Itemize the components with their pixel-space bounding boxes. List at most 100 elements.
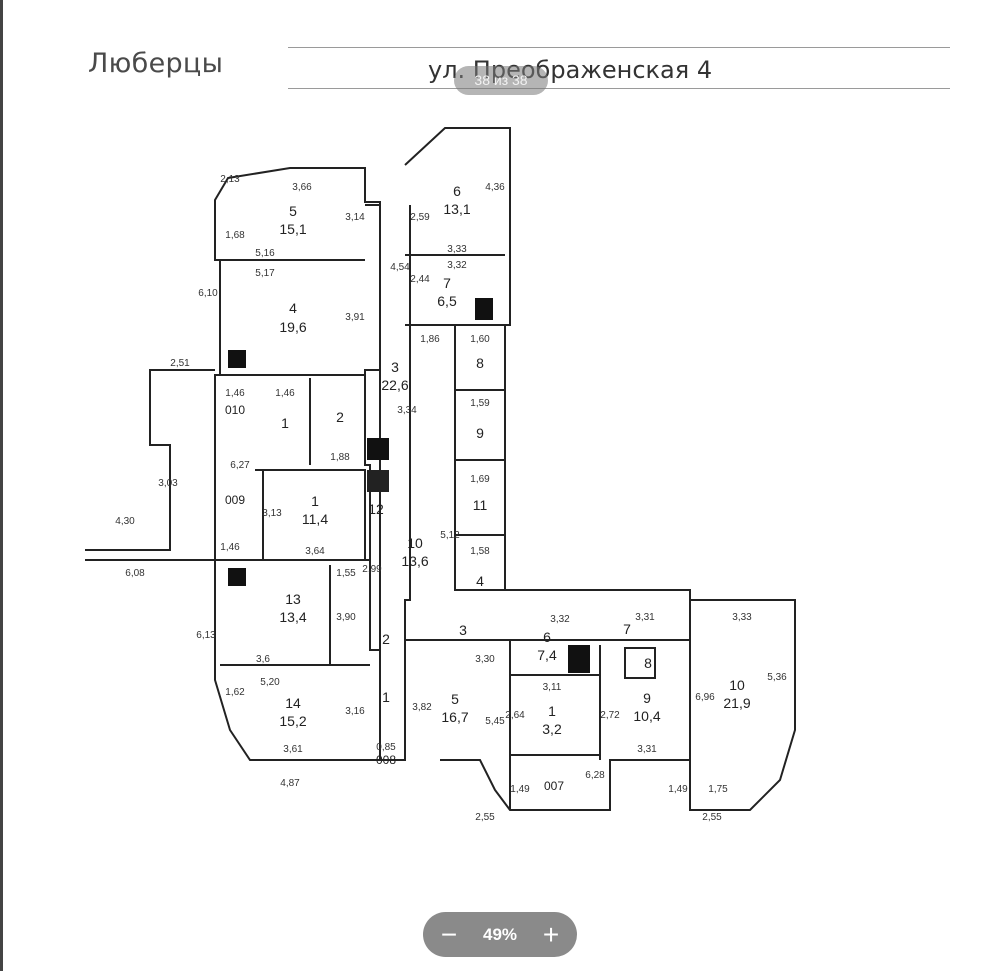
room-1c-area: 3,2 (542, 721, 562, 737)
dim-1-49a: 1,49 (510, 784, 530, 795)
floor-plan-drawing: 5 15,1 4 19,6 3 22,6 6 13,1 7 6,5 8 9 11… (85, 127, 796, 823)
room-10b-number: 10 (729, 677, 745, 693)
zoom-in-button[interactable]: + (542, 919, 560, 950)
dim-2-44: 2,44 (410, 274, 430, 285)
dim-3-14: 3,14 (345, 212, 365, 223)
dim-2-55b: 2,55 (702, 812, 722, 823)
dim-3-91: 3,91 (345, 312, 365, 323)
dim-1-75: 1,75 (708, 784, 728, 795)
shaft-r12 (367, 470, 389, 492)
dim-2-13: 2,13 (220, 174, 240, 185)
room-7-area: 6,5 (437, 293, 457, 309)
dim-6-10: 6,10 (198, 288, 218, 299)
page-left-edge (0, 0, 3, 971)
room-3-area: 22,6 (381, 377, 408, 393)
dim-4-54: 4,54 (390, 262, 410, 273)
dim-2-72: 2,72 (600, 710, 620, 721)
room-1-area: 11,4 (302, 511, 328, 527)
dim-5-17: 5,17 (255, 268, 275, 279)
page-counter-badge: 38 из 38 (454, 66, 548, 95)
dim-2-55a: 2,55 (475, 812, 495, 823)
room-6-number: 6 (453, 183, 461, 199)
room-1b-number: 1 (382, 689, 390, 705)
dim-3-90: 3,90 (336, 612, 356, 623)
dim-2-99: 2,99 (362, 564, 382, 575)
dim-3-30: 3,30 (475, 654, 495, 665)
room-12-number: 12 (368, 501, 384, 517)
dim-3-34: 3,34 (397, 405, 417, 416)
dim-1-59: 1,59 (470, 398, 490, 409)
dim-3-33: 3,33 (447, 244, 467, 255)
dim-2-64: 2,64 (505, 710, 525, 721)
dim-3-16: 3,16 (345, 706, 365, 717)
room-13-number: 13 (285, 591, 301, 607)
dim-3-03: 3,03 (158, 478, 178, 489)
dim-5-36: 5,36 (767, 672, 787, 683)
room-4b-number: 4 (476, 573, 484, 589)
room-13-area: 13,4 (279, 609, 306, 625)
room-8b-number: 8 (644, 655, 652, 671)
zoom-control: − 49% + (423, 912, 577, 957)
header-rule-bottom (288, 88, 950, 89)
room-10b-area: 21,9 (723, 695, 750, 711)
dim-1-58: 1,58 (470, 546, 490, 557)
dim-3-64: 3,64 (305, 546, 325, 557)
dim-3-32b: 3,32 (550, 614, 570, 625)
room-5-number: 5 (289, 203, 297, 219)
shaft-r6b (568, 645, 590, 673)
dim-1-60: 1,60 (470, 334, 490, 345)
room-6b-number: 6 (543, 629, 551, 645)
dim-3-61: 3,61 (283, 744, 303, 755)
dim-6-27: 6,27 (230, 460, 250, 471)
dim-3-82: 3,82 (412, 702, 432, 713)
shaft-corridor (367, 438, 389, 460)
dim-3-33b: 3,33 (732, 612, 752, 623)
dim-3-11: 3,11 (543, 682, 562, 693)
dim-1-68: 1,68 (225, 230, 245, 241)
dim-4-30: 4,30 (115, 516, 135, 527)
dim-1-46a: 1,46 (225, 388, 245, 399)
dim-5-12: 5,12 (440, 530, 460, 541)
room-11-number: 11 (473, 497, 488, 513)
room-9-number: 9 (476, 425, 484, 441)
wall-r8b (624, 647, 656, 679)
wall-corridor (365, 204, 411, 761)
room-4-number: 4 (289, 300, 297, 316)
zoom-level: 49% (482, 924, 518, 944)
room-5b-number: 5 (451, 691, 459, 707)
floor-plan[interactable]: 5 15,1 4 19,6 3 22,6 6 13,1 7 6,5 8 9 11… (80, 120, 840, 840)
city-title: Люберцы (88, 48, 224, 79)
room-14-number: 14 (285, 695, 301, 711)
dim-6-08: 6,08 (125, 568, 145, 579)
apartment-009-label: 009 (225, 493, 245, 507)
room-2b-number: 2 (382, 631, 390, 647)
dim-2-51: 2,51 (170, 358, 190, 369)
apartment-008-label: 008 (376, 753, 396, 767)
room-5b-area: 16,7 (441, 709, 468, 725)
room-4-area: 19,6 (279, 319, 306, 335)
zoom-out-button[interactable]: − (440, 919, 458, 950)
shaft-r7 (475, 298, 493, 320)
dim-3-13: 3,13 (262, 508, 282, 519)
room-1a-number: 1 (281, 415, 289, 431)
room-1c-number: 1 (548, 703, 556, 719)
dim-5-20: 5,20 (260, 677, 280, 688)
room-8-number: 8 (476, 355, 484, 371)
apartment-010-label: 010 (225, 403, 245, 417)
dim-1-62: 1,62 (225, 687, 245, 698)
room-2a-number: 2 (336, 409, 344, 425)
dim-1-69: 1,69 (470, 474, 490, 485)
dim-1-88: 1,88 (330, 452, 350, 463)
room-3-number: 3 (391, 359, 399, 375)
dim-1-86: 1,86 (420, 334, 440, 345)
dim-6-13: 6,13 (196, 630, 216, 641)
dim-5-16: 5,16 (255, 248, 275, 259)
room-14-area: 15,2 (279, 713, 306, 729)
dim-4-36: 4,36 (485, 182, 505, 193)
room-7-number: 7 (443, 275, 451, 291)
room-10-area: 13,6 (401, 553, 428, 569)
room-7b-number: 7 (623, 621, 631, 637)
dim-6-28: 6,28 (585, 770, 605, 781)
room-10-number: 10 (407, 535, 423, 551)
dim-5-45: 5,45 (485, 716, 505, 727)
